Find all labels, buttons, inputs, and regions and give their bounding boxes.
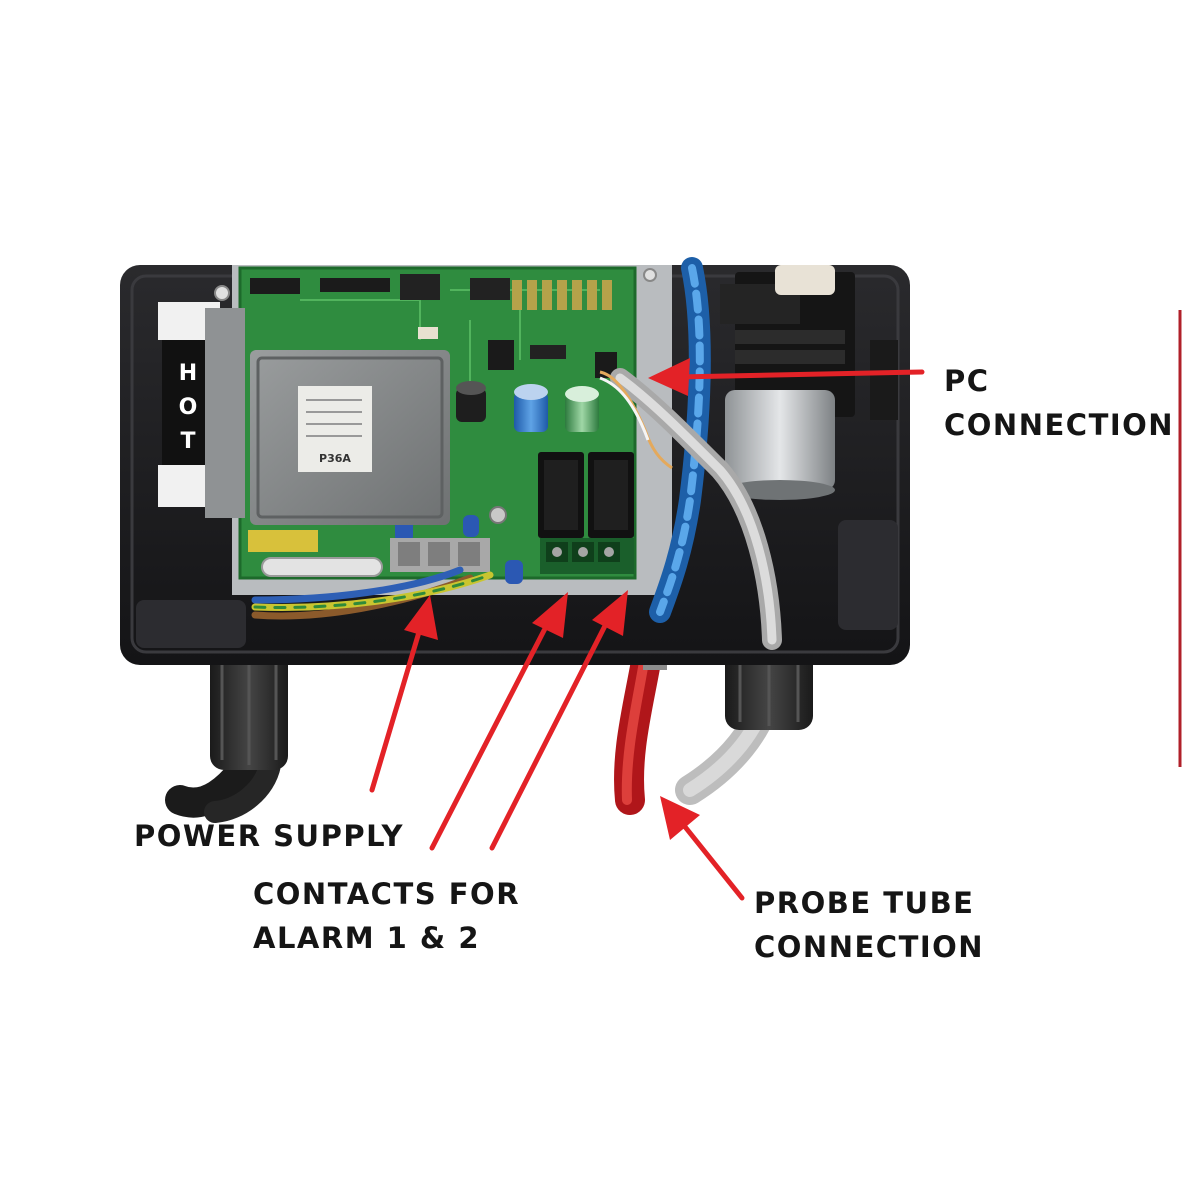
label-power-supply-line-1: POWER SUPPLY (134, 819, 405, 853)
label-probe-line-1: PROBE TUBE (754, 886, 975, 920)
label-probe-tube-connection: PROBE TUBE CONNECTION (754, 881, 984, 969)
capacitor-black (456, 381, 486, 422)
label-contacts-line-2: ALARM 1 & 2 (253, 921, 480, 955)
hot-letter-t: T (180, 429, 195, 454)
arrow-power-supply (369, 595, 438, 793)
arrow-alarm-contact-1 (429, 592, 568, 851)
arrow-probe-tube (660, 796, 745, 901)
label-pc-connection-line-2: CONNECTION (944, 408, 1175, 442)
pump-motor (725, 390, 835, 500)
label-contacts-line-1: CONTACTS FOR (253, 877, 521, 911)
hot-letter-o: O (179, 395, 198, 420)
label-pc-connection-line-1: PC (944, 364, 990, 398)
relay-2 (588, 452, 634, 538)
label-pc-connection: PC CONNECTION (944, 359, 1174, 447)
capacitor-green (565, 386, 599, 432)
probe-tube (614, 635, 663, 815)
label-contacts-for-alarm: CONTACTS FOR ALARM 1 & 2 (253, 872, 520, 960)
mains-terminal (390, 538, 490, 572)
relay-1 (538, 452, 584, 538)
component-row (512, 280, 612, 310)
label-power-supply: POWER SUPPLY (134, 814, 404, 858)
arrow-alarm-contact-2 (489, 590, 628, 851)
air-pump (720, 265, 898, 420)
pc-cable (599, 368, 782, 650)
blue-air-hose (649, 257, 711, 623)
capacitor-blue (514, 384, 548, 432)
mains-wires (251, 566, 494, 620)
label-probe-line-2: CONNECTION (754, 930, 985, 964)
arrow-pc-connection (648, 358, 925, 396)
alarm-terminal-block (540, 538, 634, 574)
transformer: P36A (205, 308, 450, 525)
fuse-holder (248, 530, 383, 577)
hot-letter-h: H (179, 361, 197, 386)
transformer-model-text: P36A (319, 452, 351, 465)
